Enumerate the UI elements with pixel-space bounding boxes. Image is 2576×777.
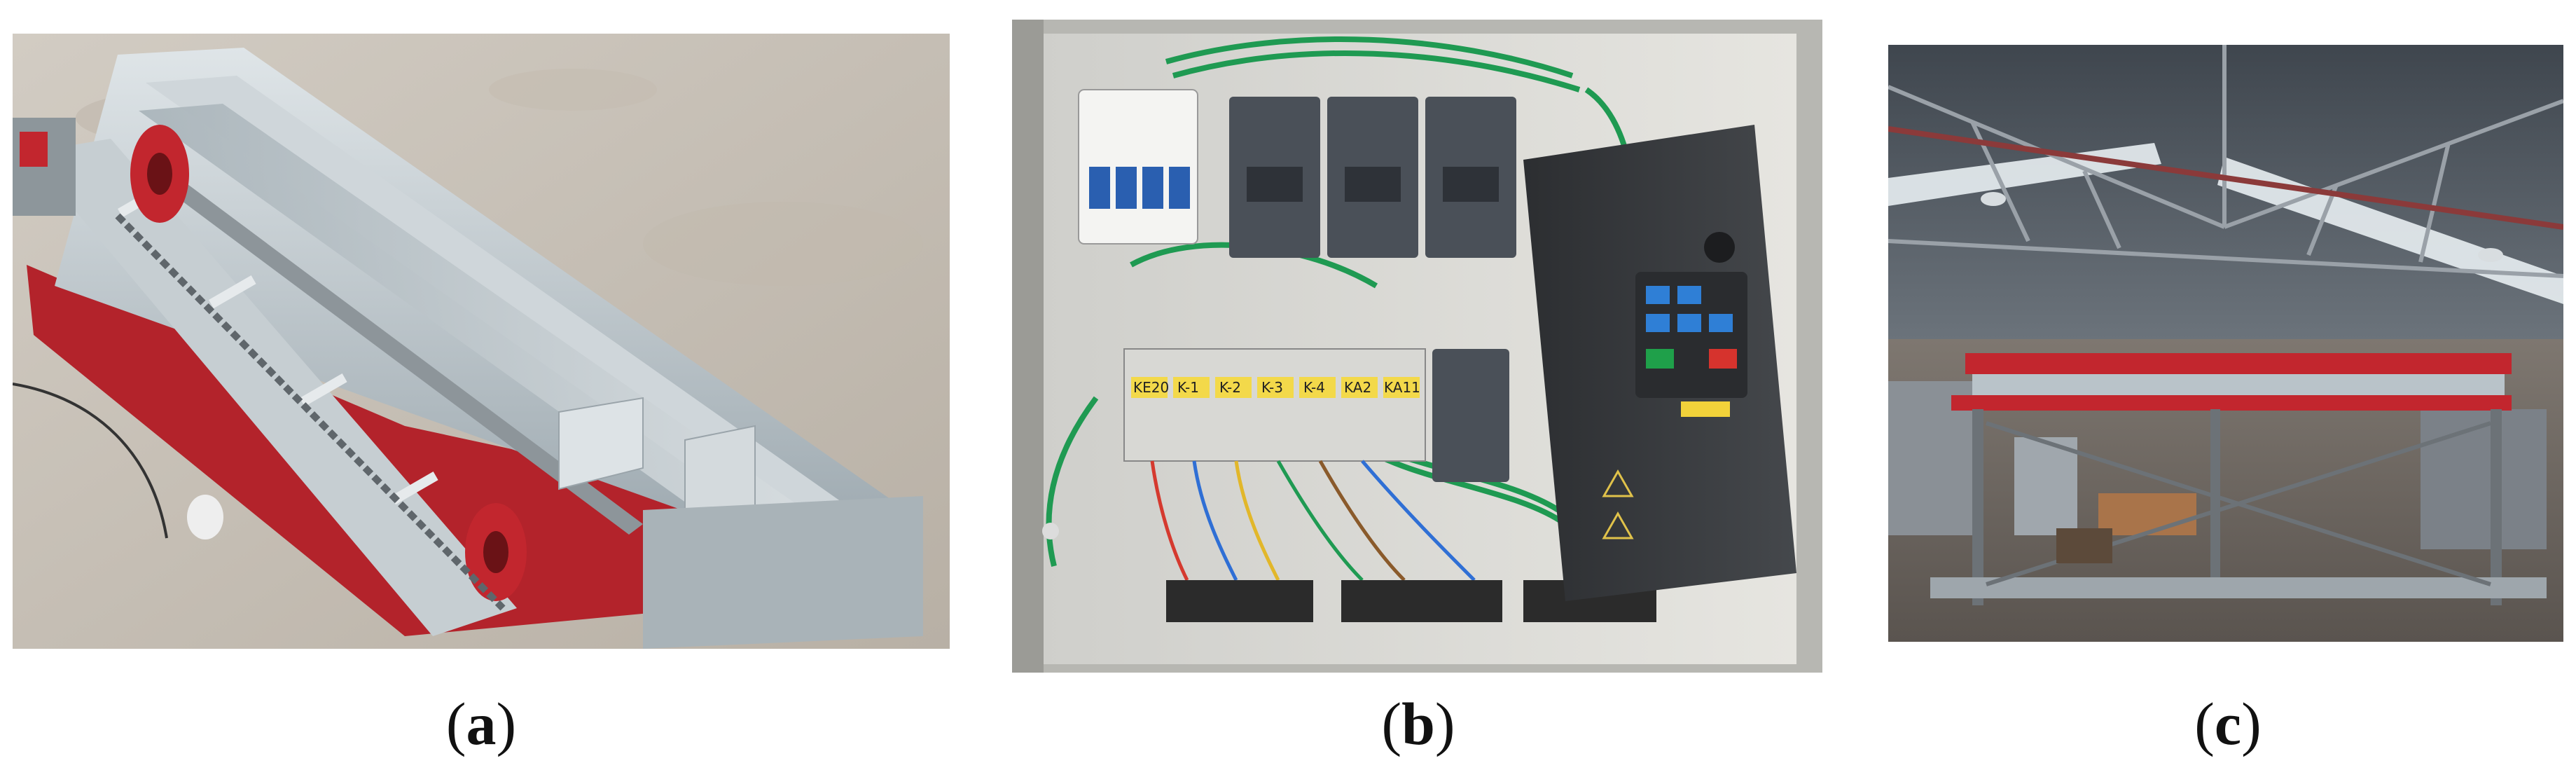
relay-row <box>1123 348 1509 482</box>
relay-label-strip: KE20 K-1 K-2 K-3 K-4 KA2 KA11 <box>1131 377 1420 398</box>
caption-a-letter: a <box>466 690 497 757</box>
caption-b: (b) <box>1313 694 1523 754</box>
cabinet-photo-svg: KE20 K-1 K-2 K-3 K-4 KA2 KA11 <box>1012 20 1822 673</box>
machine-frame <box>1930 353 2547 605</box>
caption-a: (a) <box>376 694 586 754</box>
relay-label-4: K-4 <box>1303 379 1325 396</box>
ledge-slats <box>118 184 438 505</box>
divider-1 <box>558 397 644 490</box>
caption-c-open: ( <box>2194 690 2215 757</box>
caption-b-close: ) <box>1434 690 1455 757</box>
terminal-wires <box>1150 460 1476 582</box>
floor-roller <box>187 495 223 539</box>
relay-label-2: K-2 <box>1219 379 1241 396</box>
chain <box>115 213 506 611</box>
relay-label-6: KA11 <box>1384 379 1420 396</box>
photo-b-control-cabinet: KE20 K-1 K-2 K-3 K-4 KA2 KA11 <box>1012 20 1822 673</box>
red-drive-sprocket-bottom <box>465 503 527 601</box>
caption-c-letter: c <box>2214 690 2242 757</box>
caption-b-open: ( <box>1381 690 1402 757</box>
red-drive-sprocket-top <box>130 125 189 223</box>
caption-c: (c) <box>2123 694 2333 754</box>
trough-inner-wall <box>139 104 825 552</box>
relay-label-1: K-1 <box>1177 379 1199 396</box>
red-roof-beam <box>1888 126 2563 230</box>
caption-a-open: ( <box>445 690 466 757</box>
caption-a-close: ) <box>496 690 517 757</box>
frequency-inverter <box>1523 125 1796 601</box>
left-ledge <box>27 139 517 636</box>
relay-label-0: KE20 <box>1133 379 1169 396</box>
cable <box>13 383 168 539</box>
photo-a-conveyor-trough <box>13 34 950 649</box>
caption-b-letter: b <box>1401 690 1435 757</box>
relay-label-5: KA2 <box>1344 379 1371 396</box>
roof-trusses <box>1888 45 2563 278</box>
photo-c-workshop-frame <box>1888 45 2563 642</box>
bottom-box <box>643 496 923 649</box>
drive-shaft <box>174 184 643 535</box>
contactors <box>1229 97 1516 258</box>
relay-label-3: K-3 <box>1261 379 1283 396</box>
caption-c-close: ) <box>2241 690 2262 757</box>
ceiling-lamps <box>1981 192 2503 262</box>
conveyor-photo-svg <box>13 34 950 649</box>
door-hinge <box>1012 20 1044 673</box>
workshop-photo-svg <box>1888 45 2563 642</box>
